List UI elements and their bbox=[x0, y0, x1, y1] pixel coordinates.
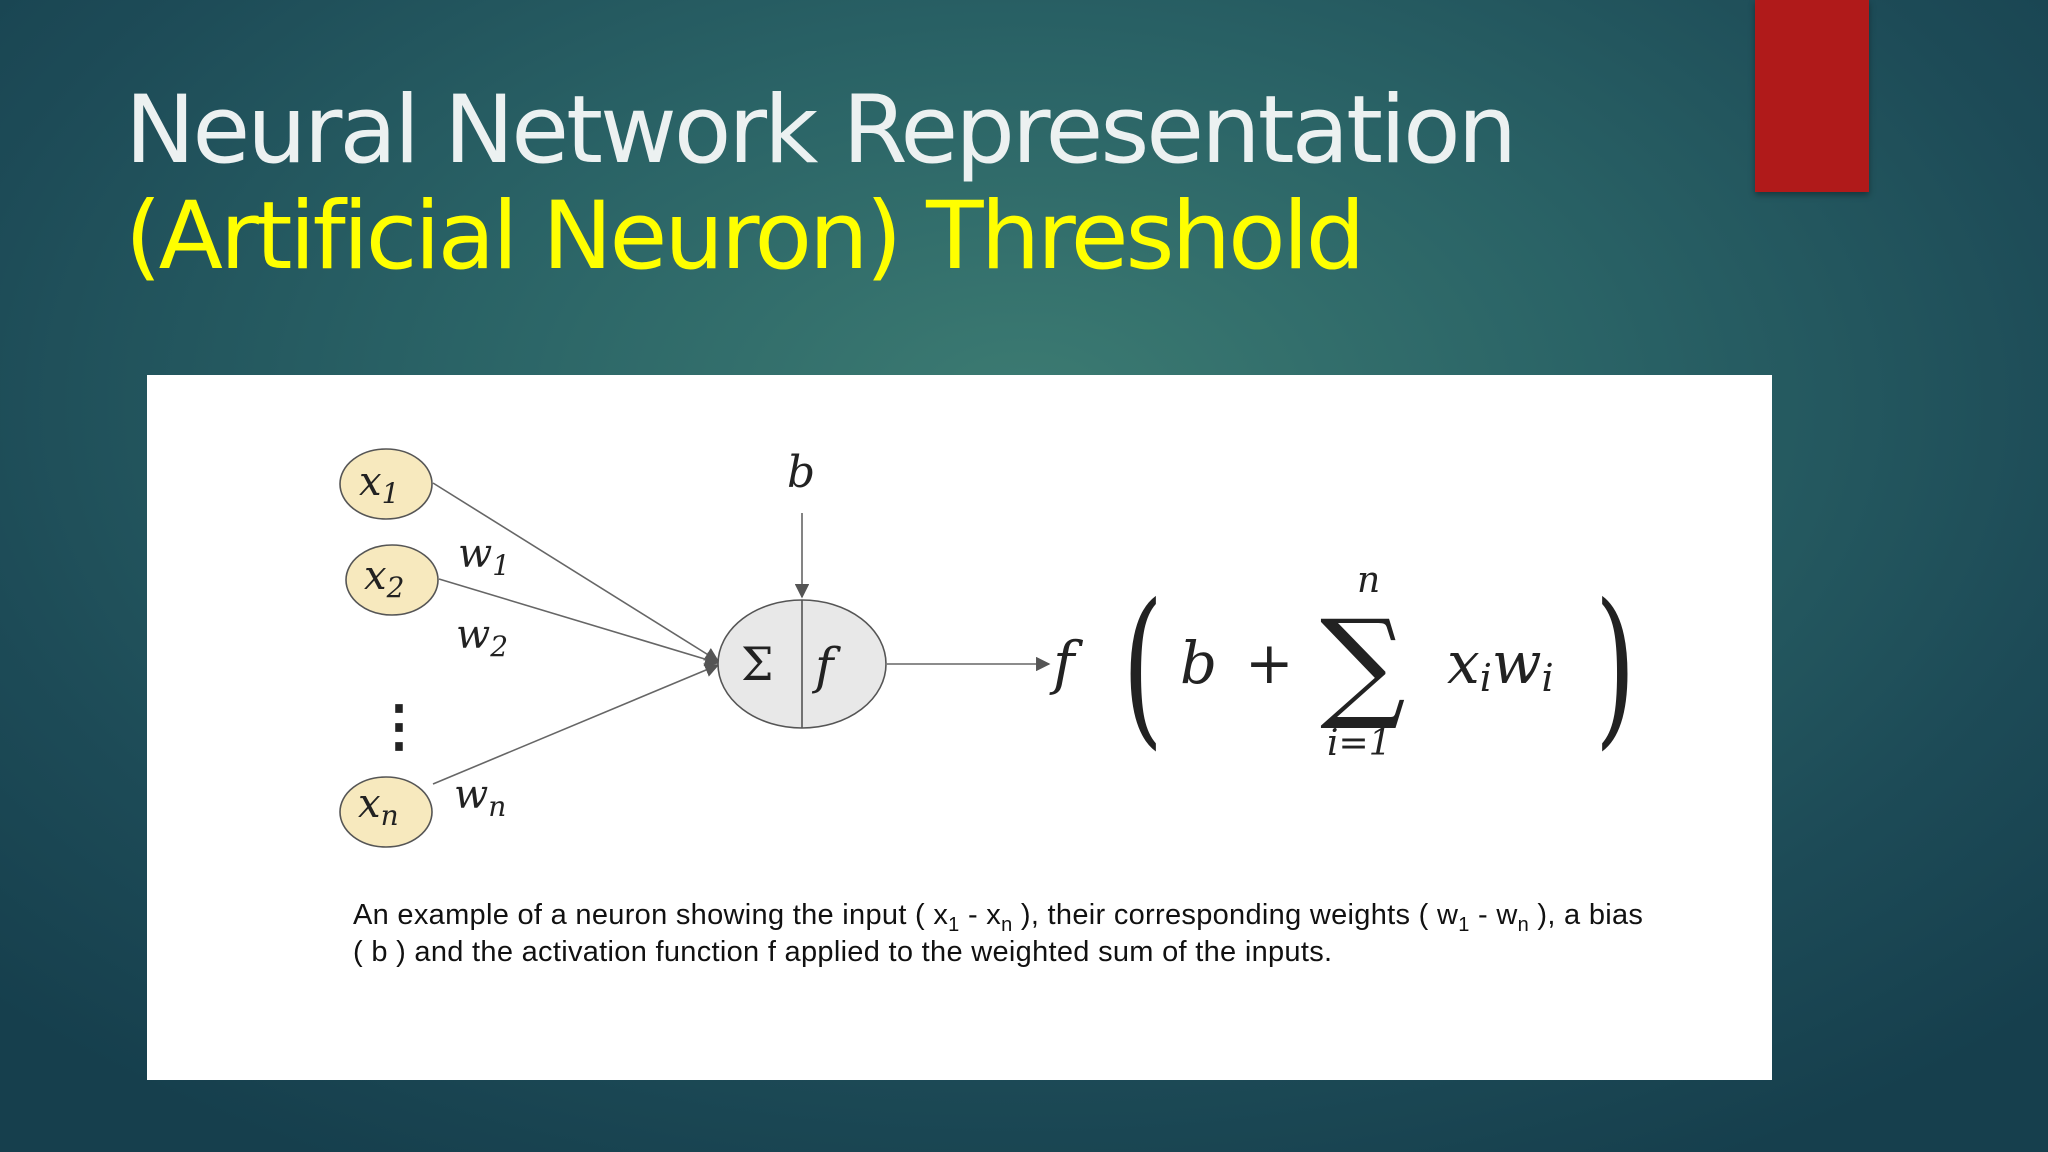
formula-upper-limit: n bbox=[1357, 560, 1380, 601]
figure-caption: An example of a neuron showing the input… bbox=[353, 899, 1644, 968]
formula-close-paren: ) bbox=[1595, 569, 1636, 766]
edge-x2 bbox=[438, 578, 720, 667]
slide-subtitle: (Artificial Neuron) Threshold bbox=[125, 182, 1365, 291]
input-node-x1 bbox=[339, 448, 433, 520]
input-ellipsis: ⋮ bbox=[371, 693, 427, 759]
input-node-x2 bbox=[345, 544, 439, 616]
neuron-diagram: x1 x2 ⋮ xn w1 w2 wn b Σ f f ( b + ∑ bbox=[339, 447, 1636, 848]
formula-plus: + bbox=[1245, 629, 1294, 697]
neuron-figure: x1 x2 ⋮ xn w1 w2 wn b Σ f f ( b + ∑ bbox=[147, 375, 1772, 1080]
edge-xn bbox=[432, 663, 720, 785]
bias-label: b bbox=[787, 447, 815, 498]
formula-open-paren: ( bbox=[1122, 569, 1163, 766]
formula-sum-symbol: ∑ bbox=[1320, 595, 1406, 734]
formula-bias: b bbox=[1180, 629, 1217, 697]
weight-label-w1: w1 bbox=[458, 531, 510, 582]
weight-label-wn: wn bbox=[454, 772, 506, 823]
weight-label-w2: w2 bbox=[456, 612, 508, 663]
formula-lower-limit: i=1 bbox=[1327, 723, 1392, 764]
neuron-sum-symbol: Σ bbox=[741, 637, 774, 691]
input-label-x2: x2 bbox=[364, 553, 404, 604]
formula-func: f bbox=[1049, 629, 1084, 697]
slide-title: Neural Network Representation bbox=[125, 76, 1517, 185]
formula-term: xiwi bbox=[1447, 629, 1554, 700]
input-label-x1: x1 bbox=[359, 459, 399, 510]
activation-formula: f ( b + ∑ n i=1 xiwi ) bbox=[1049, 560, 1636, 766]
accent-bar bbox=[1755, 0, 1869, 192]
edge-x1 bbox=[432, 482, 720, 662]
input-node-xn bbox=[339, 776, 433, 848]
input-label-xn: xn bbox=[358, 781, 399, 832]
